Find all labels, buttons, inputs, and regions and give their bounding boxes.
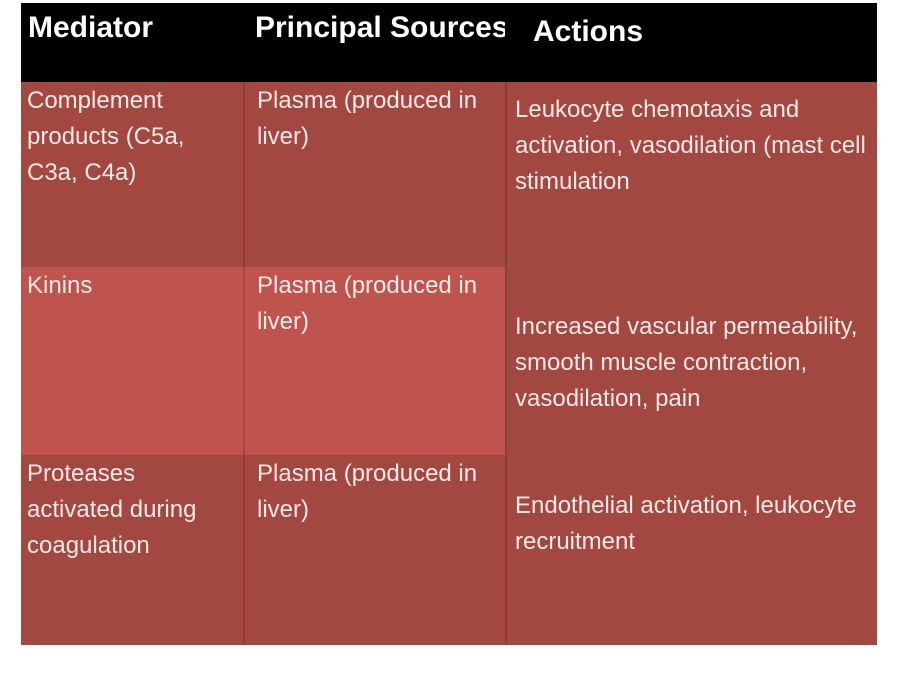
cell-source-kinins: Plasma (produced in liver) (243, 267, 505, 455)
column-header-actions: Actions (505, 3, 877, 82)
cell-action-kinins: Increased vascular permeability, smooth … (515, 313, 858, 412)
cell-mediator-proteases: Proteases activated during coagulation (21, 455, 243, 645)
column-header-principal-sources: Principal Sources (243, 3, 508, 82)
cell-source-complement: Plasma (produced in liver) (243, 82, 505, 267)
column-header-mediator: Mediator (21, 3, 243, 82)
cell-action-proteases: Endothelial activation, leukocyte recrui… (515, 492, 857, 555)
cell-mediator-kinins: Kinins (21, 267, 243, 455)
actions-column: Leukocyte chemotaxis and activation, vas… (505, 82, 877, 645)
cell-source-proteases: Plasma (produced in liver) (243, 455, 505, 645)
cell-mediator-complement: Complement products (C5a, C3a, C4a) (21, 82, 243, 267)
mediators-table: Mediator Principal Sources Actions Compl… (21, 3, 877, 645)
cell-action-complement: Leukocyte chemotaxis and activation, vas… (515, 96, 866, 195)
